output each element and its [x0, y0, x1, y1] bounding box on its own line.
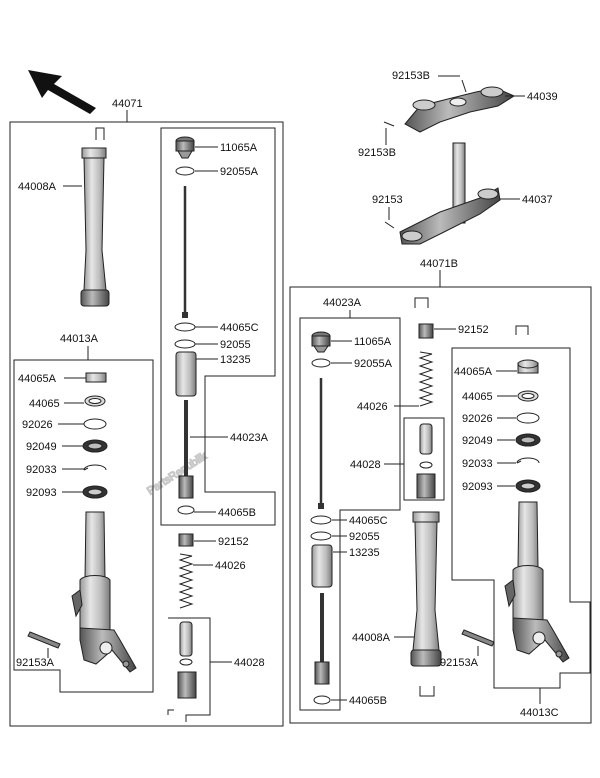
label-44065c: 44065C — [220, 322, 259, 334]
spring-seat-frame — [403, 417, 445, 501]
lower-bracket-44037 — [399, 142, 501, 245]
label-92049-right: 92049 — [462, 435, 493, 447]
label-92055: 92055 — [220, 339, 251, 351]
left-spring-group — [177, 533, 197, 699]
label-92026-right: 92026 — [462, 413, 493, 425]
label-44023a-right: 44023A — [323, 297, 362, 309]
label-44065c-right: 44065C — [349, 515, 388, 527]
label-44065-right: 44065 — [462, 391, 493, 403]
label-92049: 92049 — [26, 441, 57, 453]
label-11065a-right: 11065A — [354, 336, 392, 348]
label-44065a: 44065A — [18, 373, 57, 385]
label-92153a-right: 92153A — [440, 657, 479, 669]
cartridge-left-parts — [174, 136, 197, 515]
label-44026-right: 44026 — [357, 401, 388, 413]
label-44026: 44026 — [215, 560, 246, 572]
watermark-text: PartsRepublik — [145, 450, 209, 498]
label-92055a: 92055A — [220, 166, 259, 178]
label-44023a: 44023A — [230, 432, 269, 444]
label-44028-right: 44028 — [350, 459, 381, 471]
cartridge-right-parts — [310, 331, 333, 705]
left-lower-group-bracket — [167, 617, 211, 722]
bolt-92153a-left — [27, 631, 61, 649]
label-92153b-mid: 92153B — [358, 147, 396, 159]
label-92153b-top: 92153B — [392, 70, 430, 82]
right-inner-tube-frame — [451, 347, 591, 689]
inner-tube-frame — [13, 359, 154, 693]
label-44071: 44071 — [112, 98, 143, 110]
label-92093: 92093 — [26, 487, 57, 499]
left-assembly-frame — [9, 121, 284, 727]
label-44013a: 44013A — [60, 333, 99, 345]
upper-bracket-44039 — [404, 86, 516, 133]
label-92055-right: 92055 — [349, 531, 380, 543]
outer-tube-44008a — [80, 127, 110, 307]
label-92093-right: 92093 — [462, 481, 493, 493]
right-spring-group — [403, 297, 445, 501]
left-small-parts — [82, 372, 108, 499]
label-92152: 92152 — [218, 536, 249, 548]
inner-tube-with-axle-bracket-right — [504, 501, 570, 663]
label-92152-right: 92152 — [458, 324, 489, 336]
label-13235-right: 13235 — [349, 547, 380, 559]
front-direction-arrow-icon — [28, 70, 96, 114]
label-44039: 44039 — [527, 91, 558, 103]
label-44071b: 44071B — [420, 258, 458, 270]
steering-stem-assembly: 92153B 44039 92153B 92153 44037 — [358, 70, 558, 245]
label-44008a: 44008A — [18, 181, 57, 193]
left-fork-assembly: 44071 44008A 44013A 44065A 44065 — [9, 98, 284, 727]
label-92153a: 92153A — [16, 657, 55, 669]
label-92055a-right: 92055A — [354, 358, 393, 370]
inner-tube-with-axle-bracket — [71, 511, 137, 673]
label-92153: 92153 — [372, 194, 403, 206]
outer-tube-44008a-right — [410, 511, 442, 697]
right-fork-assembly: 44071B 44023A 11065A 92055A 44065C 92055… — [289, 258, 592, 724]
label-11065a: 11065A — [220, 142, 258, 154]
label-13235: 13235 — [220, 354, 251, 366]
label-44028: 44028 — [234, 657, 265, 669]
right-cartridge-frame — [299, 317, 401, 711]
label-92026: 92026 — [22, 419, 53, 431]
label-92033: 92033 — [26, 464, 57, 476]
label-44065b: 44065B — [218, 507, 256, 519]
cartridge-frame — [160, 127, 276, 526]
label-44065b-right: 44065B — [349, 695, 387, 707]
label-44037: 44037 — [522, 194, 553, 206]
label-44008a-right: 44008A — [352, 632, 391, 644]
right-small-parts — [515, 359, 541, 493]
label-92033-right: 92033 — [462, 458, 493, 470]
label-44065a-right: 44065A — [454, 366, 493, 378]
label-44013c: 44013C — [520, 707, 559, 719]
label-44065: 44065 — [29, 398, 60, 410]
